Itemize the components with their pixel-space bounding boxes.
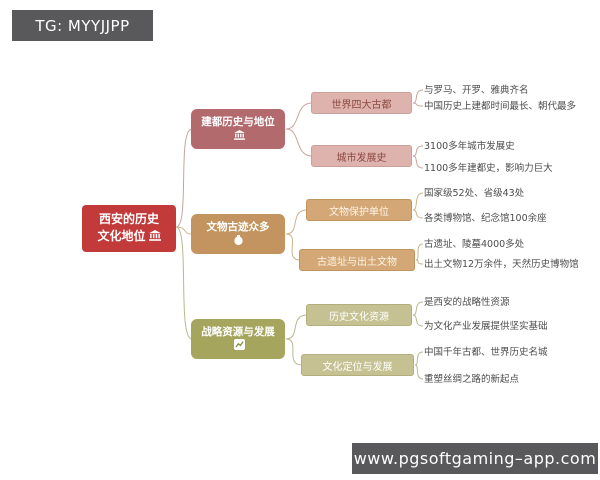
chart-icon — [234, 339, 245, 354]
root-label-line1: 西安的历史 — [98, 212, 159, 226]
branch-label: 战略资源与发展 — [201, 326, 275, 338]
branch-label: 文物古迹众多 — [206, 221, 270, 233]
root-label-line2: 文化地位 — [82, 228, 176, 246]
leaf-node[interactable]: 出土文物12万余件，天然历史博物馆 — [424, 259, 579, 270]
leaf-node[interactable]: 为文化产业发展提供坚实基础 — [424, 321, 548, 332]
subnode-four-ancient-capitals[interactable]: 世界四大古都 — [311, 92, 412, 114]
leaf-node[interactable]: 古遗址、陵墓4000多处 — [424, 239, 525, 250]
leaf-node[interactable]: 3100多年城市发展史 — [424, 141, 515, 152]
leaf-node[interactable]: 1100多年建都史，影响力巨大 — [424, 163, 553, 174]
leaf-node[interactable]: 是西安的战略性资源 — [424, 297, 510, 308]
subnode-sites-relics[interactable]: 古遗址与出土文物 — [299, 249, 415, 271]
leaf-node[interactable]: 中国历史上建都时间最长、朝代最多 — [424, 101, 577, 112]
leaf-node[interactable]: 重塑丝绸之路的新起点 — [424, 374, 520, 385]
bank-icon — [234, 130, 245, 144]
leaf-node[interactable]: 国家级52处、省级43处 — [424, 188, 525, 199]
branch-cultural-relics[interactable]: 文物古迹众多 — [191, 214, 285, 254]
leaf-node[interactable]: 中国千年古都、世界历史名城 — [424, 347, 548, 358]
watermark-url: www.pgsoftgaming–app.com — [352, 443, 598, 474]
subnode-history-culture-resource[interactable]: 历史文化资源 — [306, 304, 412, 326]
leaf-node[interactable]: 各类博物馆、纪念馆100余座 — [424, 213, 547, 224]
branch-capital-history[interactable]: 建都历史与地位 — [191, 109, 285, 149]
subnode-city-development[interactable]: 城市发展史 — [311, 145, 412, 167]
bank-icon — [148, 229, 161, 246]
subnode-culture-positioning[interactable]: 文化定位与发展 — [301, 354, 414, 376]
branch-label: 建都历史与地位 — [201, 116, 275, 128]
leaf-node[interactable]: 与罗马、开罗、雅典齐名 — [424, 85, 529, 96]
relic-icon — [233, 235, 244, 246]
root-node-xian-status[interactable]: 西安的历史 文化地位 — [82, 205, 176, 252]
watermark-telegram: TG: MYYJJPP — [12, 10, 153, 41]
subnode-protected-units[interactable]: 文物保护单位 — [306, 199, 412, 221]
branch-strategic-resources[interactable]: 战略资源与发展 — [191, 319, 285, 359]
